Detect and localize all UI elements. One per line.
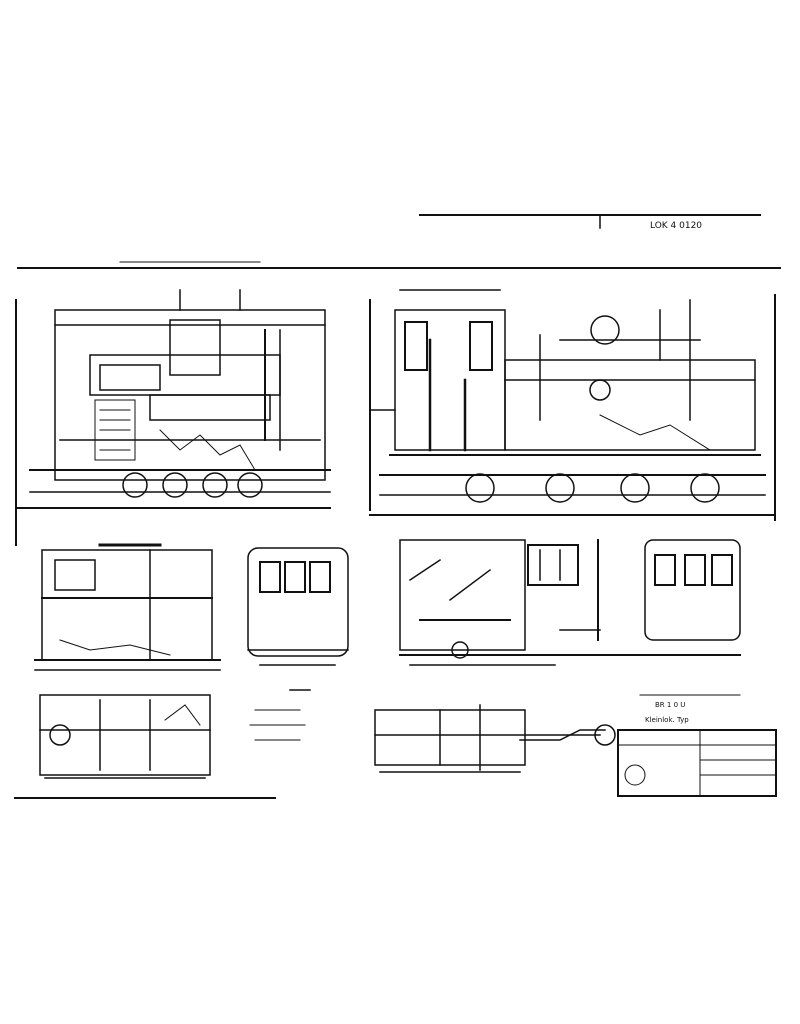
cross-section-right-group <box>399 539 741 666</box>
plan-view-left <box>39 694 211 779</box>
frame-lines <box>14 294 776 799</box>
plan-view-middle-labels <box>249 709 306 741</box>
end-elevation-view <box>29 289 331 498</box>
cross-section-left <box>34 543 221 671</box>
title-line-1: BR 1 0 U <box>655 701 685 709</box>
cross-section-cab-front <box>247 547 349 691</box>
header-area: LOK 4 0120 <box>17 214 781 269</box>
title-line-2: Kleinlok. Typ <box>645 716 689 724</box>
header-reference: LOK 4 0120 <box>650 221 702 231</box>
plan-view-right <box>374 704 616 773</box>
side-elevation-view <box>369 289 766 503</box>
title-block: BR 1 0 U Kleinlok. Typ <box>617 694 777 797</box>
